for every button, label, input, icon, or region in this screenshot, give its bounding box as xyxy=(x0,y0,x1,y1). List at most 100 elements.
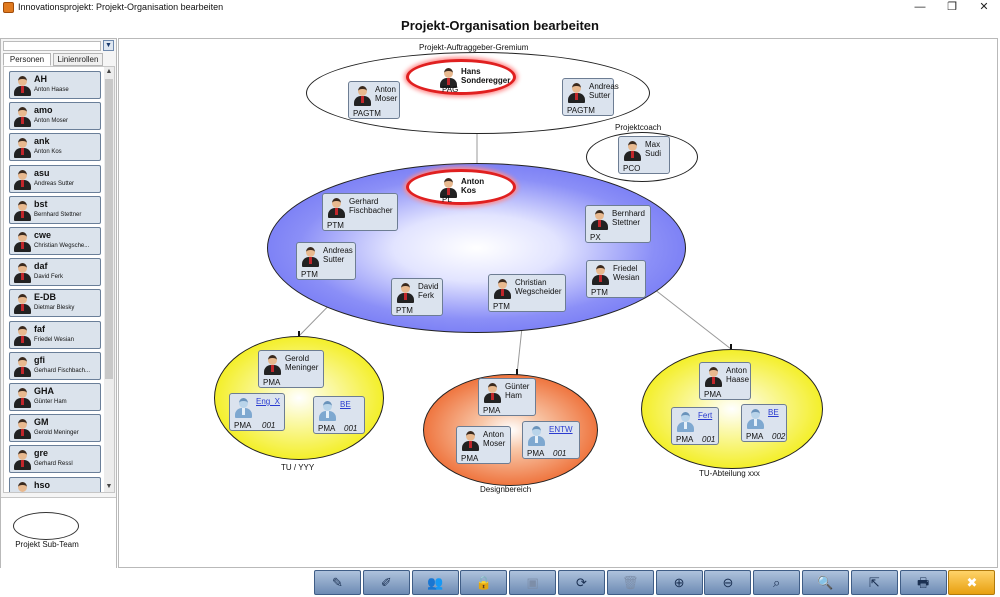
scroll-up-icon[interactable]: ▲ xyxy=(105,68,113,75)
refresh-button[interactable]: ⟳ xyxy=(558,570,605,595)
tab-linienrollen[interactable]: Linienrollen xyxy=(53,53,103,66)
tab-personen[interactable]: Personen xyxy=(3,53,51,66)
zoom-in-button[interactable]: ⊕ xyxy=(655,570,703,595)
save-button[interactable]: ▣ xyxy=(509,570,557,595)
zoom-out-button[interactable]: ⊖ xyxy=(704,570,752,595)
delete-button[interactable]: 🗑 xyxy=(606,570,654,595)
person-code: gfi xyxy=(34,354,45,365)
member-link[interactable]: ENTW xyxy=(549,425,573,434)
filter-input[interactable] xyxy=(3,41,101,51)
person-icon xyxy=(301,246,319,268)
design-member-3[interactable]: ENTW PMA 001 xyxy=(522,421,580,459)
template-area: Projekt Sub-Team xyxy=(1,497,116,568)
person-icon xyxy=(590,209,608,231)
minimize-button[interactable]: — xyxy=(914,1,926,13)
lock-button[interactable]: 🔒 xyxy=(460,570,508,595)
scrollbar[interactable]: ▲ ▼ xyxy=(104,67,114,492)
person-name: Christian Wegsche... xyxy=(34,243,90,249)
abt-member-3[interactable]: BE PMA 002 xyxy=(741,404,787,442)
restore-button[interactable]: ❐ xyxy=(947,1,957,13)
member-link[interactable]: Eng_X xyxy=(256,397,281,406)
member-number: 001 xyxy=(262,421,276,430)
scroll-down-icon[interactable]: ▼ xyxy=(105,483,113,490)
member-link[interactable]: BE xyxy=(340,400,351,409)
zoom-fit-button[interactable]: ⌕ xyxy=(753,570,801,595)
print-icon: 🖶 xyxy=(916,575,930,590)
zoom-out-icon: ⊖ xyxy=(722,575,734,590)
scroll-thumb[interactable] xyxy=(105,79,113,379)
tu-team-label: TU / YYY xyxy=(281,463,315,472)
abt-member-2[interactable]: Fert PMA 001 xyxy=(671,407,719,445)
print-button[interactable]: 🖶 xyxy=(899,570,947,595)
member-role: PMA xyxy=(746,432,764,441)
person-name: Dietmar Blesky xyxy=(34,305,75,312)
member-role: PMA xyxy=(318,424,336,433)
export-button[interactable]: ⇱ xyxy=(850,570,898,595)
person-code: AH xyxy=(34,74,47,84)
tu-member-2[interactable]: Eng_X PMA 001 xyxy=(229,393,285,431)
subteam-template-ellipse[interactable] xyxy=(13,512,79,540)
person-card[interactable]: hso xyxy=(9,476,101,492)
person-name: Gerold Meninger xyxy=(34,430,79,437)
tu-member-3[interactable]: BE PMA 001 xyxy=(313,396,365,434)
person-name: Gerhard Ressl xyxy=(34,461,73,468)
person-icon xyxy=(353,85,371,107)
edit-person-button[interactable]: ✎ xyxy=(314,570,361,595)
edit-document-button[interactable]: ✐ xyxy=(362,570,410,595)
person-icon xyxy=(13,387,31,409)
close-button[interactable]: ✖ xyxy=(948,570,996,595)
person-icon xyxy=(13,231,31,253)
person-icon xyxy=(396,282,414,304)
placeholder-person-icon xyxy=(527,425,545,447)
person-icon xyxy=(493,278,511,300)
users-button[interactable]: 👥 xyxy=(411,570,459,595)
member-link[interactable]: Fert xyxy=(698,411,713,420)
filter-row: ▼ xyxy=(1,39,116,53)
filter-icon[interactable]: ▼ xyxy=(103,40,114,51)
lead-role: PL xyxy=(442,195,452,204)
person-icon xyxy=(13,106,31,128)
member-link[interactable]: BE xyxy=(768,408,779,417)
member-number: 001 xyxy=(553,449,567,458)
search-button[interactable]: 🔍 xyxy=(802,570,849,595)
export-icon: ⇱ xyxy=(868,575,880,590)
person-icon xyxy=(13,137,31,159)
member-role: PTM xyxy=(493,302,510,311)
person-code: asu xyxy=(34,167,50,178)
person-code: ank xyxy=(34,136,50,147)
close-window-button[interactable]: ✕ xyxy=(979,1,989,13)
